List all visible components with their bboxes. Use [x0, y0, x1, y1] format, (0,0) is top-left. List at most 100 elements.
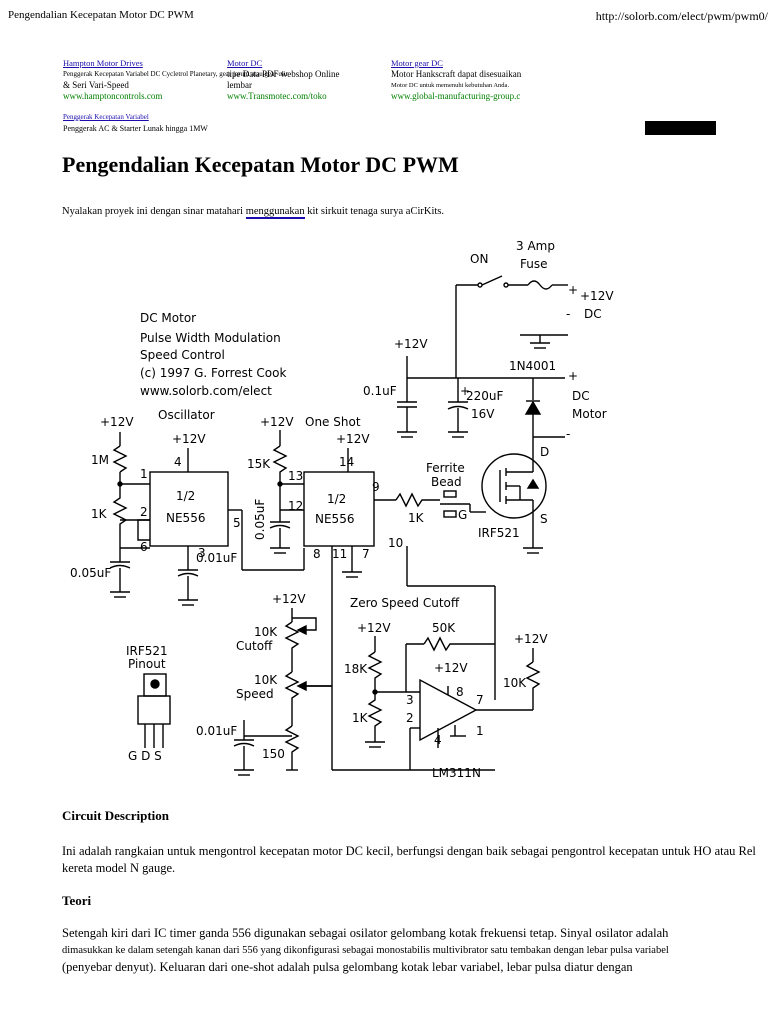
- label-fuse: Fuse: [520, 257, 548, 271]
- label-cap: 0.05uF: [70, 566, 111, 580]
- intro-text-after: kit sirkuit tenaga surya aCirKits.: [304, 206, 444, 217]
- label-cap: 0.01uF: [196, 724, 237, 738]
- label-v12: +12V: [357, 621, 391, 635]
- ad-motor-dc[interactable]: Motor DC tipe Data PDF webshop Online le…: [227, 58, 387, 102]
- pin-label: 7: [476, 693, 484, 707]
- theory-line: Setengah kiri dari IC timer ganda 556 di…: [62, 926, 669, 940]
- ad-hampton[interactable]: Hampton Motor Drives Penggerak Kecepatan…: [63, 58, 288, 102]
- label-dc-motor: DC: [572, 389, 590, 403]
- section-title-circuit: Circuit Description: [62, 808, 169, 823]
- schematic-title-line: (c) 1997 G. Forrest Cook: [140, 366, 286, 380]
- label-source: S: [540, 512, 548, 526]
- label-voltage: 16V: [471, 407, 495, 421]
- theory-line: dimasukkan ke dalam setengah kanan dari …: [62, 945, 669, 956]
- mosfet-symbol: [481, 453, 547, 519]
- pin-label: 4: [174, 455, 182, 469]
- label-fuse-amp: 3 Amp: [516, 239, 555, 253]
- ferrite-bead: [443, 510, 457, 518]
- pin-label: 2: [140, 505, 148, 519]
- section-title-theory: Teori: [62, 893, 92, 908]
- label-speed: Speed: [236, 687, 274, 701]
- label-ferrite: Bead: [431, 475, 462, 489]
- ad-line2: Motor DC untuk memenuhi kebutuhan Anda.: [391, 82, 510, 89]
- ad-variable-drive[interactable]: Penggerak Kecepatan Variabel Penggerak A…: [63, 112, 263, 134]
- label-pinout: Pinout: [128, 657, 166, 671]
- label-v12: +12V: [394, 337, 428, 351]
- label-resistor: 150: [262, 747, 285, 761]
- ic-oscillator: [149, 471, 229, 547]
- label-diode: 1N4001: [509, 359, 556, 373]
- ad-title[interactable]: Penggerak Kecepatan Variabel: [63, 113, 149, 121]
- label-oneshot: One Shot: [305, 415, 361, 429]
- label-zero-speed: Zero Speed Cutoff: [350, 596, 460, 610]
- ad-line1: Penggerak AC & Starter Lunak hingga 1MW: [63, 124, 208, 133]
- label-resistor: 1K: [91, 507, 108, 521]
- pin-label: 12: [288, 499, 303, 513]
- section-text-theory: Setengah kiri dari IC timer ganda 556 di…: [62, 925, 762, 976]
- label-minus: -: [566, 307, 570, 321]
- pin-label: 10: [388, 536, 403, 550]
- label-ferrite: Ferrite: [426, 461, 465, 475]
- label-v12: +12V: [260, 415, 294, 429]
- schematic-title-line: DC Motor: [140, 311, 196, 325]
- label-minus: -: [566, 427, 570, 441]
- label-pot: 10K: [254, 673, 278, 687]
- pin-label: 3: [198, 546, 206, 560]
- label-pot: 10K: [254, 625, 278, 639]
- label-dc-motor: Motor: [572, 407, 607, 421]
- page-header-url: http://solorb.com/elect/pwm/pwm0/: [595, 9, 768, 23]
- label-cap: 0.05uF: [253, 499, 267, 540]
- ad-line1: tipe Data PDF webshop Online: [227, 69, 340, 79]
- ad-motor-gear[interactable]: Motor gear DC Motor Hankscraft dapat dis…: [391, 58, 541, 102]
- page-header-title: Pengendalian Kecepatan Motor DC PWM: [8, 9, 194, 21]
- label-resistor: 18K: [344, 662, 368, 676]
- schematic-title-line: Speed Control: [140, 348, 225, 362]
- label-plus: +: [460, 384, 470, 398]
- section-text-circuit: Ini adalah rangkaian untuk mengontrol ke…: [62, 844, 756, 875]
- power-switch: [456, 275, 528, 288]
- label-v12: +12V: [100, 415, 134, 429]
- label-v12: +12V: [336, 432, 370, 446]
- ad-black-bar[interactable]: [645, 121, 716, 135]
- ad-line1: Motor Hankscraft dapat disesuaikan: [391, 69, 522, 79]
- ferrite-bead: [443, 490, 457, 498]
- label-supply-plus12: +12V: [580, 289, 614, 303]
- pin-label: 3: [406, 693, 414, 707]
- label-gate: G: [458, 508, 467, 522]
- ad-title[interactable]: Motor gear DC: [391, 58, 443, 68]
- intro-link[interactable]: menggunakan: [245, 206, 305, 219]
- label-on: ON: [470, 252, 488, 266]
- article-intro: Nyalakan proyek ini dengan sinar matahar…: [62, 206, 444, 219]
- ic-oneshot: [303, 471, 375, 547]
- label-mosfet: IRF521: [478, 526, 520, 540]
- label-oscillator: Oscillator: [158, 408, 215, 422]
- pwm-schematic: DC Motor Pulse Width Modulation Speed Co…: [70, 239, 614, 780]
- ad-url[interactable]: www.hamptoncontrols.com: [63, 91, 163, 101]
- label-resistor: 10K: [503, 676, 527, 690]
- ic-label: 1/2: [176, 489, 195, 503]
- label-plus: +: [568, 369, 578, 383]
- ad-url[interactable]: www.Transmotec.com/toko: [227, 91, 327, 101]
- label-resistor: 50K: [432, 621, 456, 635]
- label-cap: 0.1uF: [363, 384, 397, 398]
- schematic-title-line: www.solorb.com/elect: [140, 384, 272, 398]
- pin-label: 1: [476, 724, 484, 738]
- pin-label: 5: [233, 516, 241, 530]
- pin-label: 1: [140, 467, 148, 481]
- label-comparator: LM311N: [432, 766, 481, 780]
- label-resistor: 1K: [408, 511, 425, 525]
- label-resistor: 1K: [352, 711, 369, 725]
- ic-label: 1/2: [327, 492, 346, 506]
- pin-label: 6: [140, 540, 148, 554]
- label-drain: D: [540, 445, 549, 459]
- ic-label: NE556: [315, 512, 354, 526]
- label-resistor: 1M: [91, 453, 109, 467]
- pin-label: 9: [372, 480, 380, 494]
- ad-url[interactable]: www.global-manufacturing-group.c: [391, 91, 521, 101]
- transistor-body: [137, 695, 171, 725]
- fuse-symbol: [527, 280, 553, 290]
- schematic-title-line: Pulse Width Modulation: [140, 331, 281, 345]
- ad-title[interactable]: Hampton Motor Drives: [63, 58, 143, 68]
- ad-title[interactable]: Motor DC: [227, 58, 263, 68]
- pin-label: 8: [456, 685, 464, 699]
